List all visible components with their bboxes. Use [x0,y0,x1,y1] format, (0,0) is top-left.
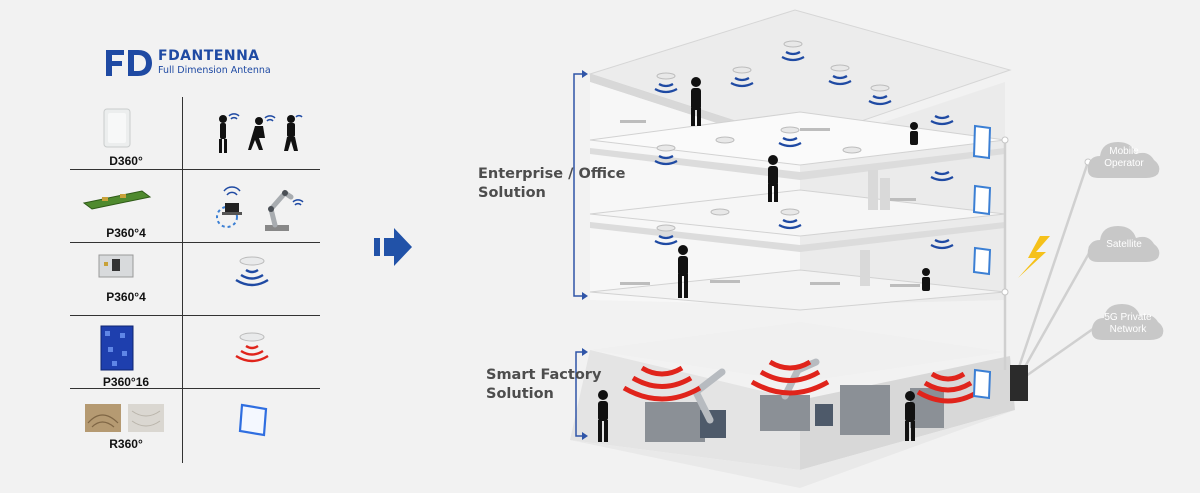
factory-solution-label: Smart Factory Solution [486,366,601,404]
cloud-icon [1087,142,1160,178]
network-satellite: Satellite [1084,239,1164,251]
brand-tagline: Full Dimension Antenna [158,65,271,76]
table-divider-vertical [182,97,183,463]
brand-name: FDANTENNA [158,48,260,64]
building-diagram: Enterprise / Office Solution Smart Facto… [470,0,1200,493]
p360-4-board-image [82,190,152,210]
table-divider [70,169,320,170]
factory-solution-line: Smart Factory [486,367,602,383]
factory-solution-line: Solution [486,386,554,402]
network-5g-private: 5G Private Network [1088,312,1168,336]
ceiling-antenna-red-icon [235,332,269,363]
laptop-robot-arm-icon [216,186,304,231]
p360-16-board-image [100,325,134,371]
product-label: D360° [109,154,143,168]
d360-antenna-image [103,108,131,148]
network-label-line: Mobile [1109,146,1139,157]
product-label: P360°16 [102,375,150,389]
building-illustration [570,9,1104,488]
ceiling-antenna-blue-icon [235,256,269,287]
people-mobile-icon [219,113,303,153]
network-label-line: 5G Private [1104,312,1152,323]
product-label: R360° [109,437,143,451]
cloud-icon [1087,226,1160,262]
network-label-line: Operator [1104,158,1144,169]
product-table: D360° P360°4 P360°4 [70,97,320,463]
table-divider [70,242,320,243]
window-panel-icon [238,403,268,437]
product-label: P360°4 [106,226,146,240]
table-divider [70,315,320,316]
enterprise-solution-line: Enterprise / Office [478,166,626,182]
product-label: P360°4 [106,290,146,304]
cloud-icon [1091,304,1164,340]
table-divider [70,388,320,389]
network-label-line: Satellite [1106,239,1142,250]
brand-logo: FDANTENNA Full Dimension Antenna [104,46,274,80]
network-mobile-operator: Mobile Operator [1084,146,1164,170]
enterprise-solution-line: Solution [478,185,546,201]
network-label-line: Network [1109,324,1147,335]
flow-arrow-icon [374,228,412,266]
p360-4-module-image [98,254,134,278]
enterprise-solution-label: Enterprise / Office Solution [478,165,625,203]
r360-panel-images [85,404,164,432]
fd-logo-mark-icon [106,50,152,76]
